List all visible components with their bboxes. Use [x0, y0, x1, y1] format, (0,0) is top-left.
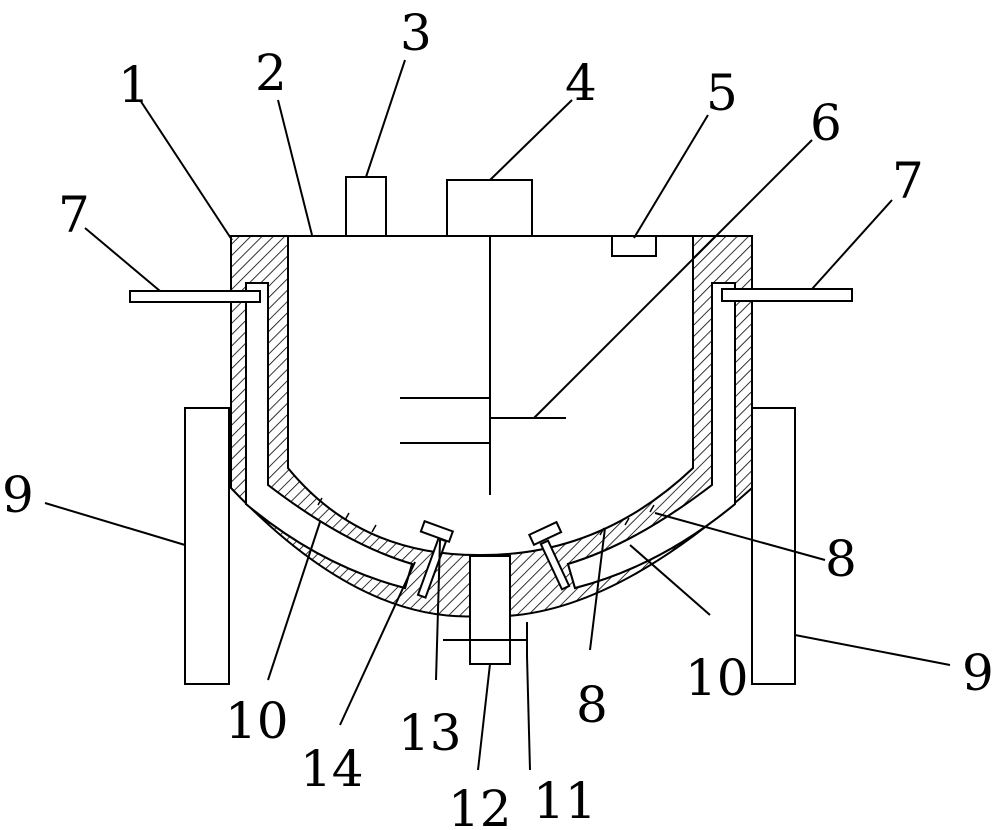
label-3: 3 [400, 4, 432, 62]
label-11: 11 [533, 772, 597, 830]
label-1: 1 [118, 56, 150, 114]
label-9-right: 9 [962, 644, 994, 702]
label-5: 5 [706, 64, 738, 122]
label-8-right: 8 [825, 530, 857, 588]
sensor-5 [611, 235, 657, 257]
label-10-right: 10 [685, 649, 749, 707]
nozzle-3 [345, 176, 387, 237]
motor-4 [446, 179, 533, 237]
nozzle-13-right [527, 520, 571, 591]
vents-8 [317, 497, 655, 536]
label-13: 13 [398, 704, 462, 762]
pipe-right [721, 288, 853, 302]
label-7-left: 7 [58, 186, 90, 244]
label-7-right: 7 [892, 152, 924, 210]
label-9-left: 9 [2, 466, 34, 524]
label-2: 2 [255, 44, 287, 102]
label-14: 14 [300, 740, 364, 798]
leader-lines [44, 59, 951, 771]
label-8-bottom: 8 [576, 676, 608, 734]
label-12: 12 [448, 780, 512, 830]
support-leg-left [184, 407, 230, 685]
label-4: 4 [565, 54, 597, 112]
label-6: 6 [810, 94, 842, 152]
outlet-12 [469, 555, 511, 665]
pipe-left [129, 290, 261, 303]
label-10-left: 10 [225, 692, 289, 750]
